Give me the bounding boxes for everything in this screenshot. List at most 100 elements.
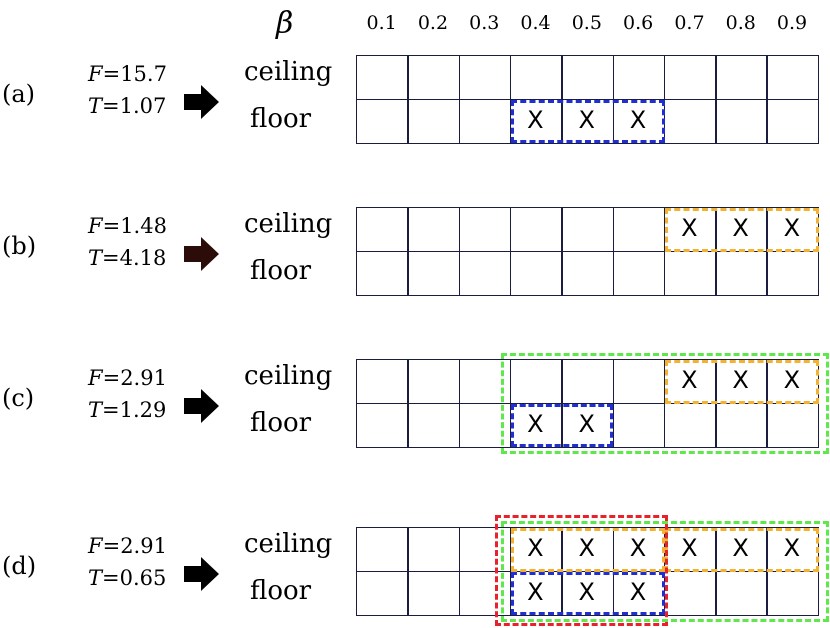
param-value: 4.18 — [119, 246, 167, 270]
grid-cell — [407, 570, 461, 616]
x-mark: X — [732, 366, 749, 394]
right-arrow-icon — [184, 237, 220, 271]
grid-cell — [356, 55, 409, 100]
beta-symbol: β — [276, 6, 294, 41]
param-f: F=2.91 — [88, 366, 167, 390]
highlight-box-green — [500, 521, 829, 622]
beta-value-label: 0.1 — [366, 12, 397, 34]
grid-cell — [458, 359, 512, 404]
grid-cell — [407, 250, 461, 296]
grid-cell — [663, 250, 717, 296]
grid-cell — [561, 207, 614, 252]
param-equals: = — [102, 398, 120, 422]
grid-cell — [356, 250, 409, 296]
grid-cell — [715, 55, 768, 100]
row-label-ceiling: ceiling — [244, 209, 333, 239]
panel-label: (c) — [2, 384, 35, 412]
param-equals: = — [102, 566, 120, 590]
x-mark: X — [681, 534, 698, 562]
param-symbol: F — [88, 534, 103, 558]
grid-cell — [356, 570, 409, 616]
grid-cell — [561, 250, 614, 296]
x-mark: X — [578, 534, 595, 562]
x-mark: X — [578, 105, 595, 134]
param-t: T=1.07 — [88, 94, 166, 118]
x-mark: X — [629, 577, 647, 606]
grid-cell — [458, 207, 512, 252]
x-mark: X — [783, 214, 801, 242]
x-mark: X — [629, 534, 647, 562]
grid-cell — [663, 55, 717, 100]
beta-value-label: 0.7 — [674, 12, 705, 34]
grid-cell — [356, 359, 409, 404]
row-label-ceiling: ceiling — [244, 361, 333, 391]
grid-cell — [663, 359, 717, 404]
beta-value-label: 0.5 — [571, 12, 602, 34]
grid-cell — [509, 250, 563, 296]
grid-cell — [663, 207, 717, 252]
param-t: T=1.29 — [88, 398, 166, 422]
param-value: 15.7 — [120, 62, 167, 86]
grid-cell — [715, 250, 768, 296]
x-mark: X — [629, 105, 647, 134]
grid-cell — [356, 527, 409, 572]
grid-cell — [766, 55, 820, 100]
grid-cell — [458, 250, 512, 296]
param-f: F=1.48 — [88, 214, 167, 238]
right-arrow-icon — [184, 85, 220, 119]
grid-cell — [509, 98, 563, 144]
param-f: F=15.7 — [88, 62, 167, 86]
grid-cell — [458, 98, 512, 144]
grid-cell — [766, 250, 820, 296]
beta-value-label: 0.4 — [520, 12, 551, 34]
grid-cell — [509, 402, 563, 448]
param-value: 1.07 — [119, 94, 167, 118]
grid-cell — [561, 55, 614, 100]
grid-cell — [766, 527, 820, 572]
grid-cell — [407, 359, 461, 404]
x-mark: X — [681, 214, 698, 242]
x-mark: X — [578, 577, 595, 606]
x-mark: X — [527, 577, 544, 606]
grid-cell — [356, 98, 409, 144]
x-mark: X — [732, 214, 749, 242]
param-symbol: T — [88, 246, 103, 270]
grid-cell — [407, 207, 461, 252]
param-symbol: T — [88, 566, 103, 590]
x-mark: X — [681, 366, 698, 394]
param-equals: = — [102, 214, 121, 238]
row-label-floor: floor — [250, 408, 312, 438]
x-mark: X — [783, 534, 801, 562]
row-label-floor: floor — [250, 104, 312, 134]
grid-cell — [766, 98, 820, 144]
grid-cell — [663, 98, 717, 144]
grid-cell — [612, 250, 666, 296]
row-label-ceiling: ceiling — [244, 57, 333, 87]
grid-cell — [715, 527, 768, 572]
grid-cell — [407, 402, 461, 448]
x-mark: X — [527, 105, 544, 134]
beta-value-label: 0.9 — [776, 12, 808, 34]
grid-cell — [356, 207, 409, 252]
highlight-box-blue — [510, 99, 665, 143]
panel-label: (a) — [2, 80, 36, 108]
param-equals: = — [102, 246, 120, 270]
grid-cell — [612, 207, 666, 252]
highlight-box-orange — [664, 208, 819, 252]
grid-cell — [407, 527, 461, 572]
param-t: T=0.65 — [88, 566, 166, 590]
beta-value-label: 0.3 — [469, 12, 500, 34]
highlight-box-red — [494, 515, 668, 626]
param-equals: = — [102, 62, 121, 86]
highlight-box-orange — [510, 528, 665, 572]
param-symbol: F — [88, 62, 103, 86]
grid-cell — [715, 359, 768, 404]
grid-cell — [612, 55, 666, 100]
grid-cell — [715, 98, 768, 144]
beta-value-label: 0.6 — [623, 12, 654, 34]
grid-cell — [766, 359, 820, 404]
beta-value-label: 0.2 — [417, 12, 449, 34]
panel-label: (b) — [2, 232, 37, 260]
param-value: 2.91 — [120, 366, 167, 390]
